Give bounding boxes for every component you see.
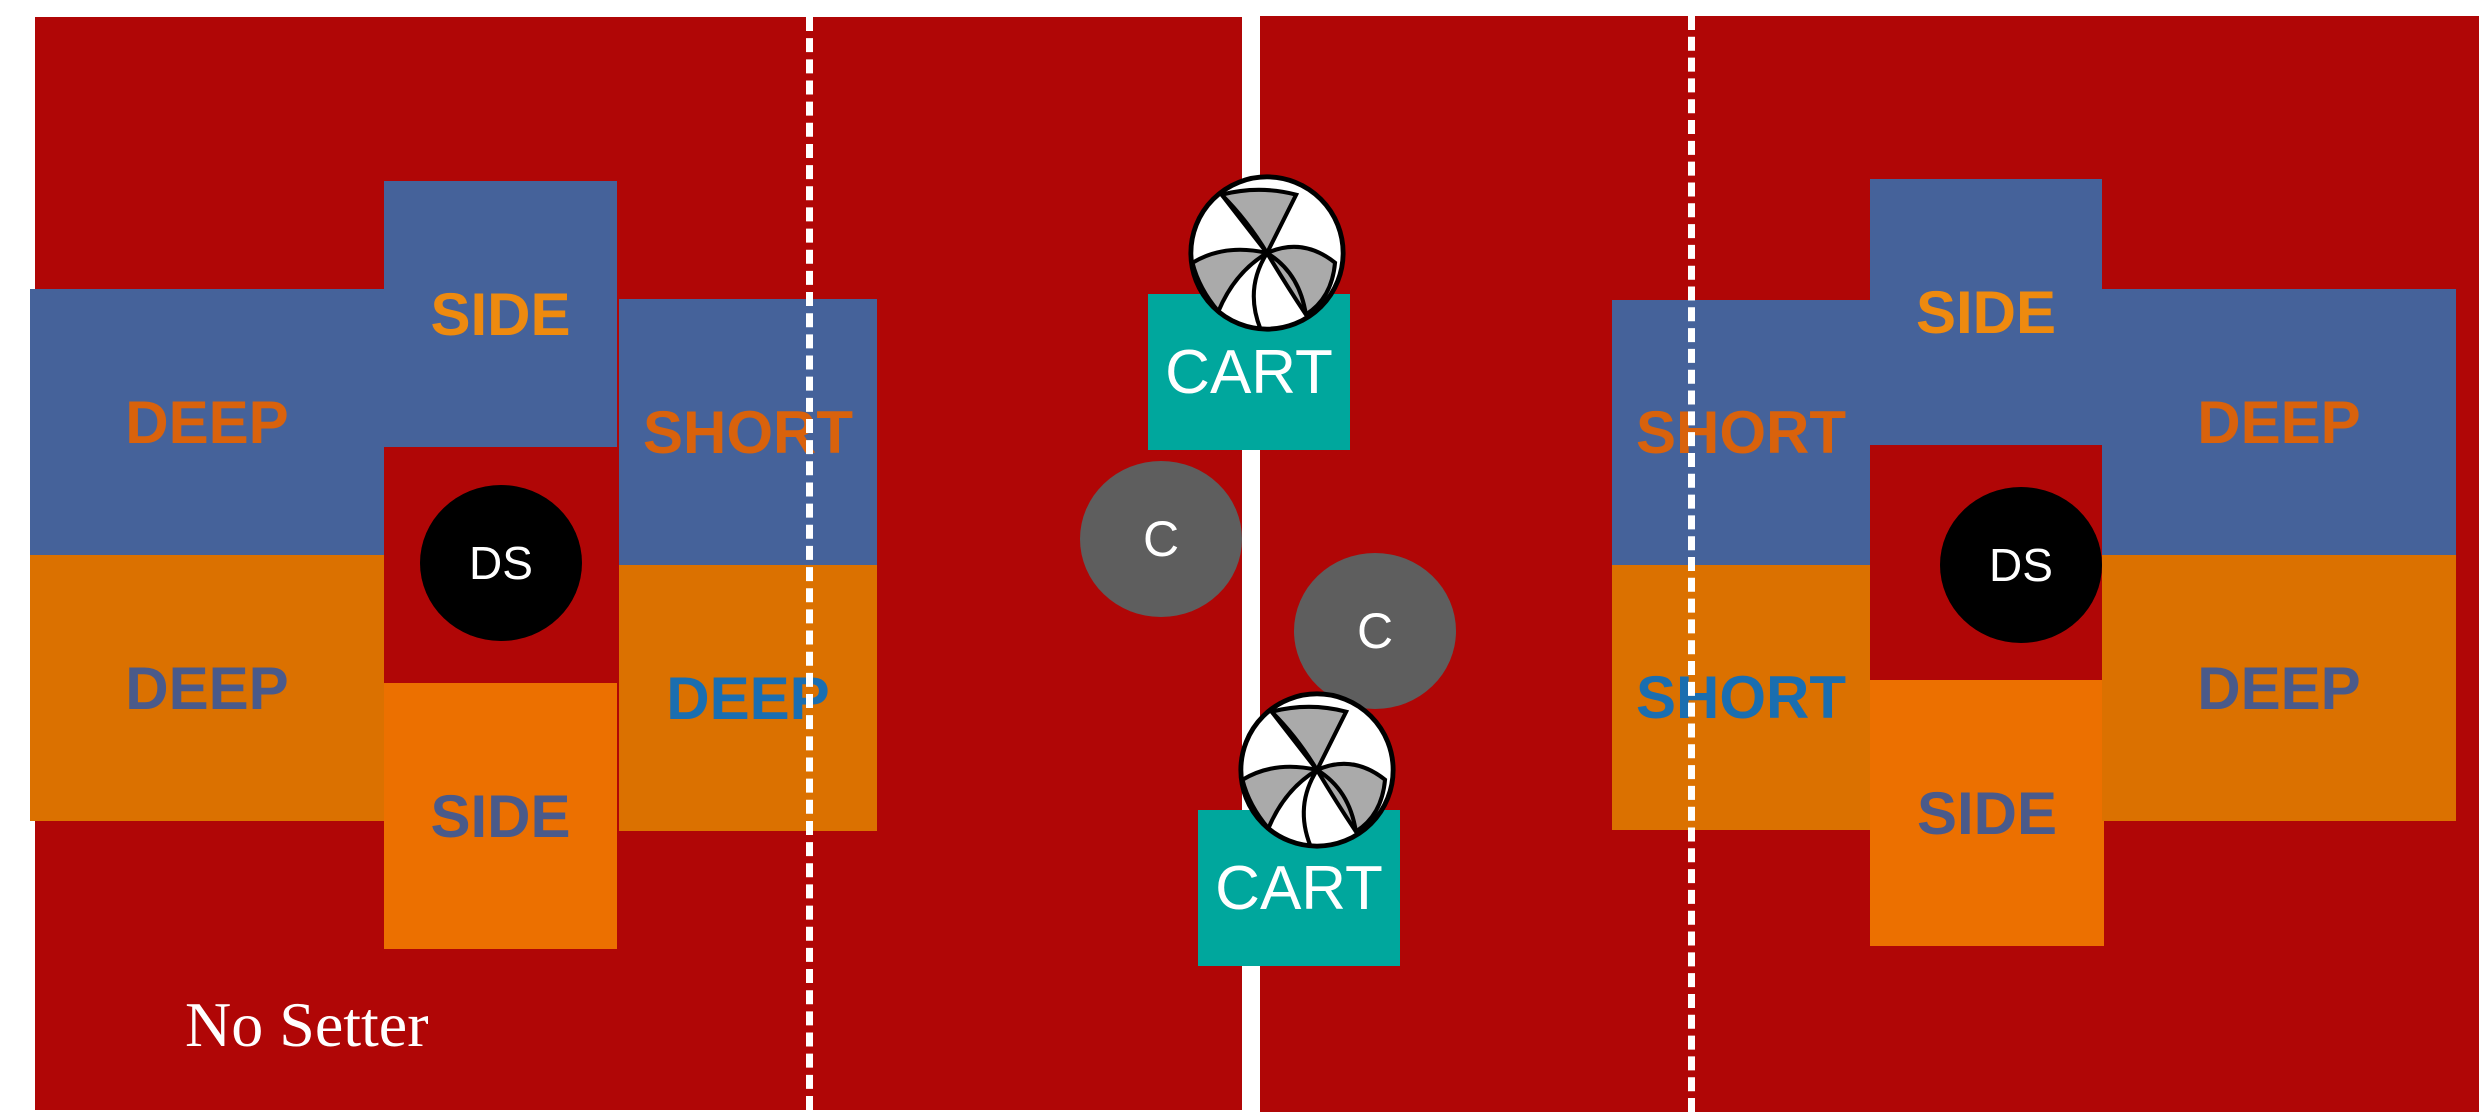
zone-label: SHORT [1636, 398, 1846, 467]
drill-caption: No Setter [185, 988, 429, 1062]
defensive-specialist-left: DS [420, 485, 582, 641]
zone-right-deep-top: DEEP [2102, 289, 2456, 555]
zone-right-deep-bottom: DEEP [2102, 555, 2456, 821]
coach-right: C [1294, 553, 1456, 709]
zone-label: DEEP [125, 388, 288, 457]
coach-label: C [1143, 510, 1179, 568]
zone-left-side-top: SIDE [384, 181, 617, 447]
zone-label: DEEP [125, 654, 288, 723]
defensive-specialist-right: DS [1940, 487, 2102, 643]
zone-left-short: SHORT [619, 299, 877, 565]
attack-line-left [806, 17, 813, 1110]
zone-left-deep-right: DEEP [619, 565, 877, 831]
zone-label: SHORT [643, 398, 853, 467]
zone-label: DEEP [2197, 654, 2360, 723]
zone-label: SIDE [430, 280, 570, 349]
zone-right-short-top: SHORT [1612, 300, 1870, 565]
zone-label: SIDE [1916, 278, 2056, 347]
zone-label: SIDE [1917, 779, 2057, 848]
cart-label: CART [1165, 337, 1333, 408]
ds-label: DS [1989, 538, 2053, 592]
ds-label: DS [469, 536, 533, 590]
volleyball-icon [1186, 172, 1348, 334]
coach-left: C [1080, 461, 1242, 617]
cart-label: CART [1215, 853, 1383, 924]
zone-right-side-bottom: SIDE [1870, 680, 2104, 946]
zone-label: SHORT [1636, 663, 1846, 732]
coach-label: C [1357, 602, 1393, 660]
zone-label: DEEP [2197, 388, 2360, 457]
zone-left-side-bottom: SIDE [384, 683, 617, 949]
zone-right-side-top: SIDE [1870, 179, 2102, 445]
zone-left-deep-top: DEEP [30, 289, 384, 555]
zone-right-short-bottom: SHORT [1612, 565, 1870, 830]
zone-left-deep-bottom: DEEP [30, 555, 384, 821]
attack-line-right [1688, 16, 1695, 1112]
zone-label: SIDE [430, 782, 570, 851]
volleyball-icon [1236, 689, 1398, 851]
